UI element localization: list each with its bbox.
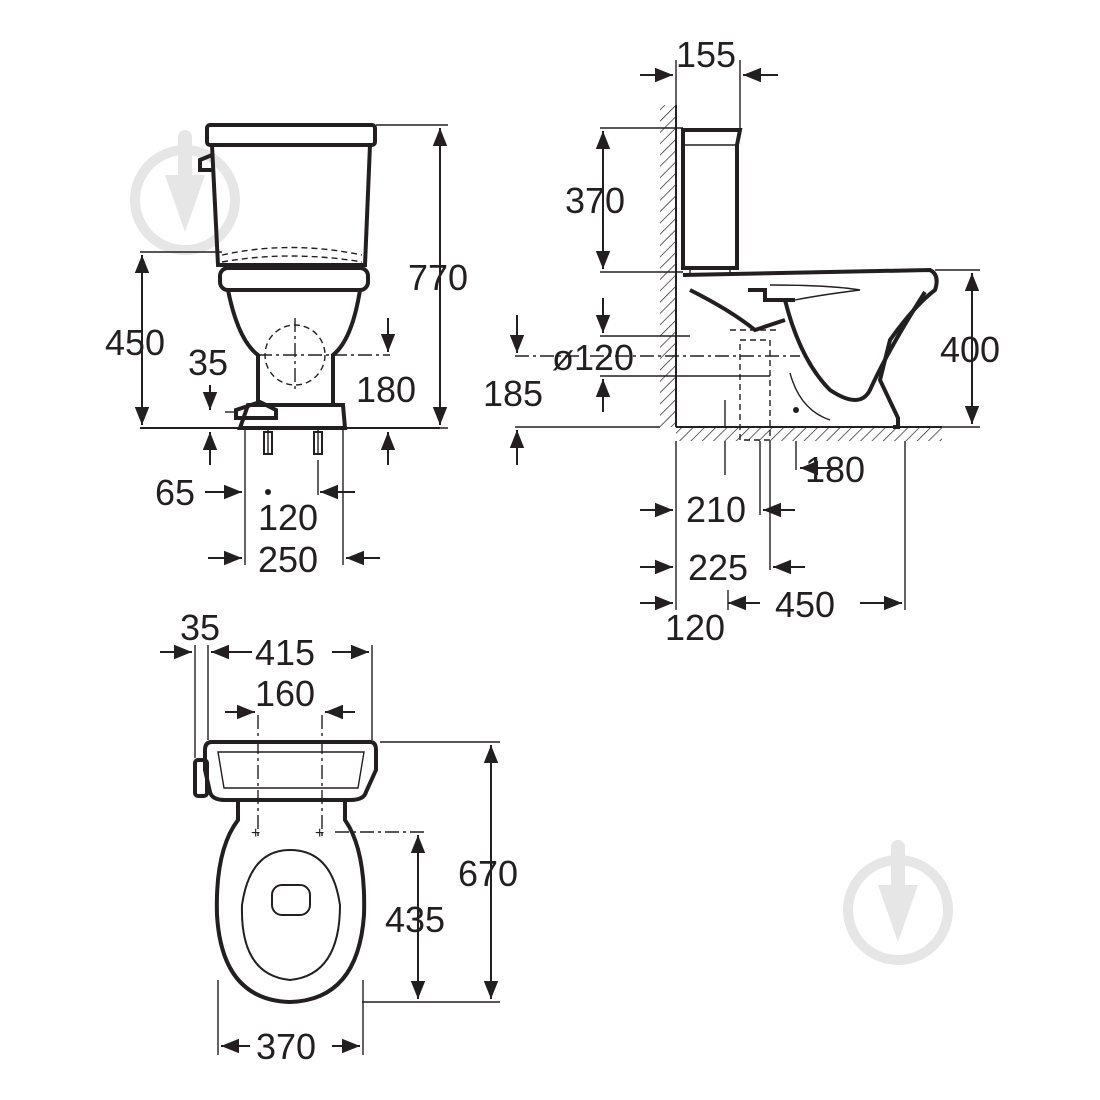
dim-bowl-width: 370	[256, 1026, 316, 1067]
svg-text:+: +	[315, 825, 324, 842]
dim-225: 225	[688, 547, 748, 588]
dim-fixing-spacing-front: 120	[258, 497, 318, 538]
svg-text:+: +	[251, 825, 260, 842]
dim-handle-offset: 35	[180, 607, 220, 648]
dim-outlet-center-height: 185	[483, 373, 543, 414]
dim-height-total: 770	[408, 257, 468, 298]
dim-outlet-height: 180	[356, 369, 416, 410]
dim-fixing-from-outlet: 180	[805, 449, 865, 490]
dim-total-depth: 450	[775, 584, 835, 625]
side-view: 155 370 400 ø120 185 180 210 225 120 450	[483, 34, 1000, 648]
dim-total-length: 670	[458, 853, 518, 894]
dim-fixing-height: 35	[188, 342, 228, 383]
dim-210: 210	[686, 489, 746, 530]
dim-bottom-offset: 65	[155, 472, 195, 513]
dim-tank-depth: 155	[676, 34, 736, 75]
dim-tank-height: 370	[565, 180, 625, 221]
dim-pan-height: 400	[940, 329, 1000, 370]
dim-outlet-diameter: ø120	[552, 337, 634, 378]
front-view: 770 450 35 180 65 120 250	[105, 123, 468, 580]
brand-logo-icon	[130, 130, 240, 255]
brand-logo-icon	[843, 840, 953, 965]
dim-tank-width: 415	[255, 632, 315, 673]
dim-fixing-spacing-top: 160	[255, 673, 315, 714]
dim-120-side: 120	[665, 607, 725, 648]
dim-fixing-to-front: 435	[385, 899, 445, 940]
top-view: + + 35 415 160 670 435 370	[160, 607, 518, 1067]
dim-seat-height: 450	[105, 322, 165, 363]
dim-base-width: 250	[258, 539, 318, 580]
